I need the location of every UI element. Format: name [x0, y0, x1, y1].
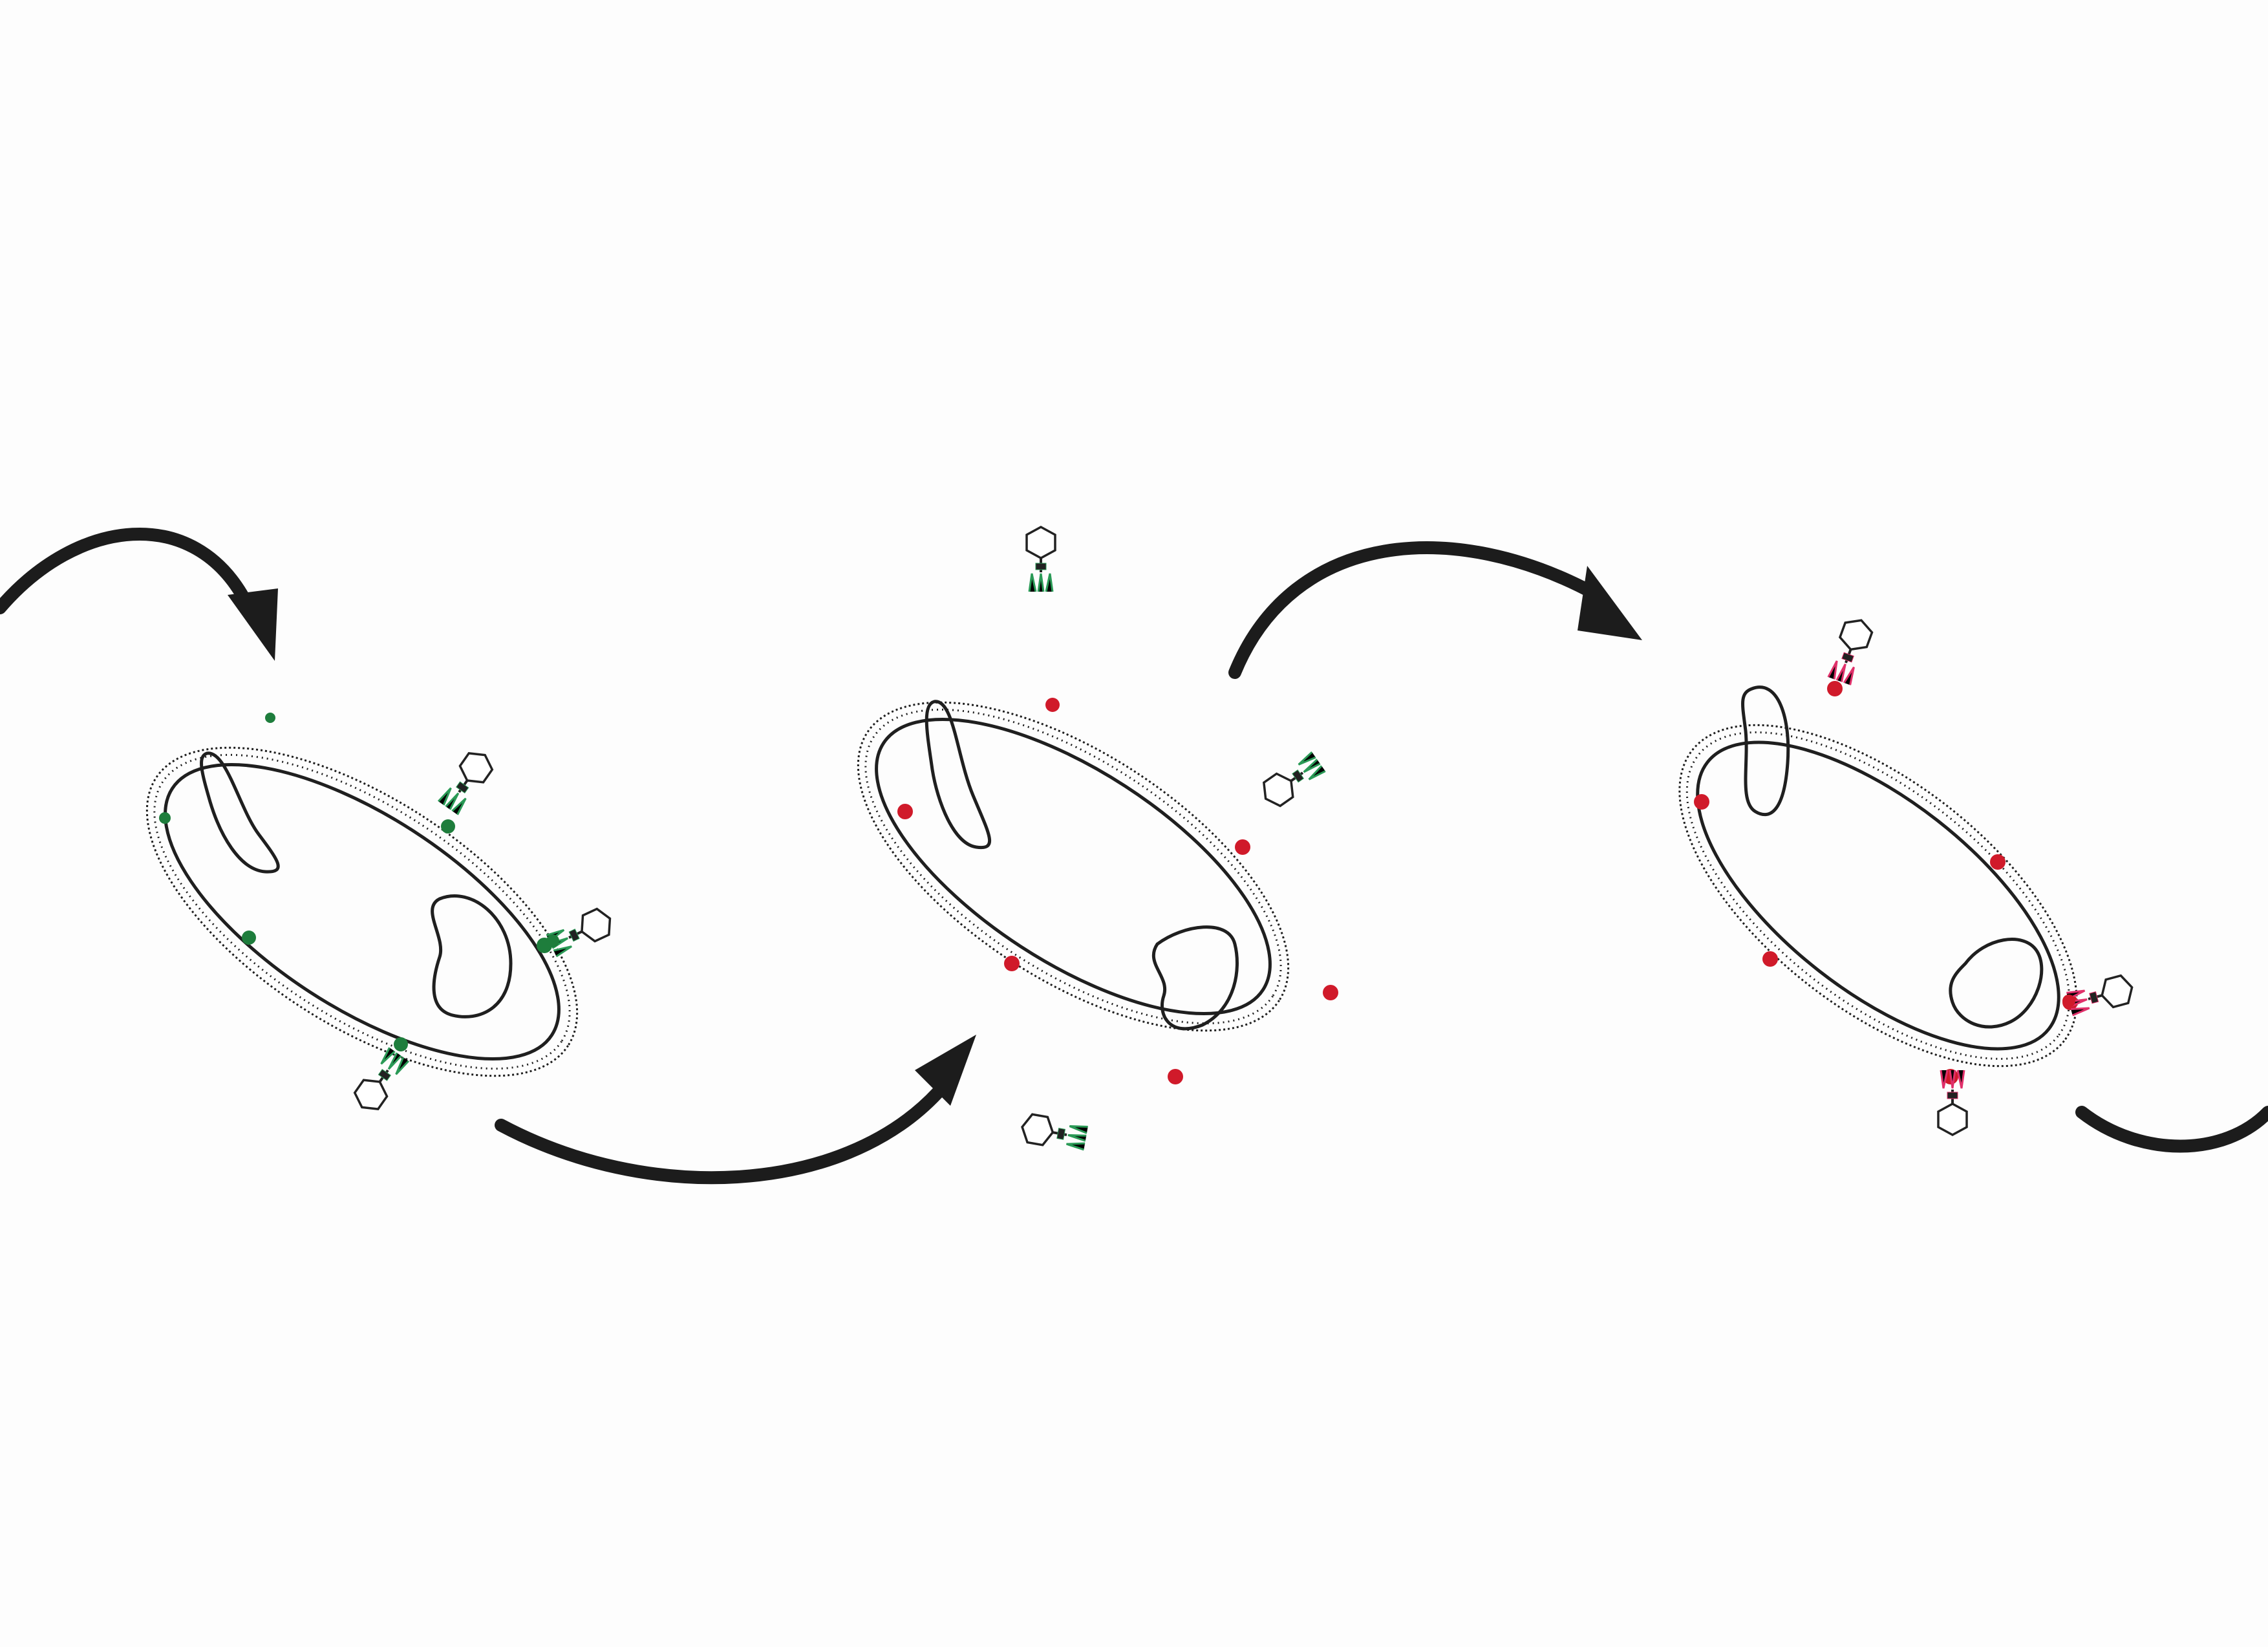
arrow-2: [495, 1035, 976, 1185]
bacterium-2: [857, 701, 1290, 1032]
phage-s1-c: [348, 1044, 412, 1117]
arrow-1: [0, 528, 278, 661]
bacterium-1-inclusion: [200, 751, 280, 874]
bacterium-1-fimbriae: [145, 746, 579, 1077]
phage-s1-b: [544, 904, 617, 960]
arrow-4-partial: [2075, 1106, 2268, 1153]
phage-free-1: [1025, 526, 1056, 593]
phage-s3-b: [2064, 972, 2137, 1020]
bacterium-3: [1678, 724, 2078, 1068]
phage-s1-a: [434, 746, 498, 818]
bacterium-2-nucleoid: [1151, 925, 1239, 1031]
bacterium-2-receptors: [897, 698, 1338, 1084]
attachment-receptors: [546, 934, 2075, 1007]
bacterium-2-cell-wall: [875, 718, 1272, 1015]
bacterium-1-nucleoid: [431, 894, 513, 1018]
phage-s3-c: [1937, 1069, 1968, 1136]
arrow-3: [1228, 541, 1642, 679]
phage-s3-a: [1824, 614, 1876, 687]
bacterium-3-inclusion: [1741, 685, 1790, 817]
phage-free-3: [1018, 1112, 1090, 1154]
phage-free-2: [1256, 748, 1329, 812]
bacterium-1-cell-wall: [164, 763, 561, 1060]
bacterium-3-nucleoid: [1949, 938, 2044, 1029]
bacterium-3-cell-wall: [1696, 740, 2060, 1051]
bacterium-2-inclusion: [925, 700, 992, 850]
bacterium-1-receptors: [159, 713, 552, 1051]
bacterium-1: [145, 746, 579, 1077]
